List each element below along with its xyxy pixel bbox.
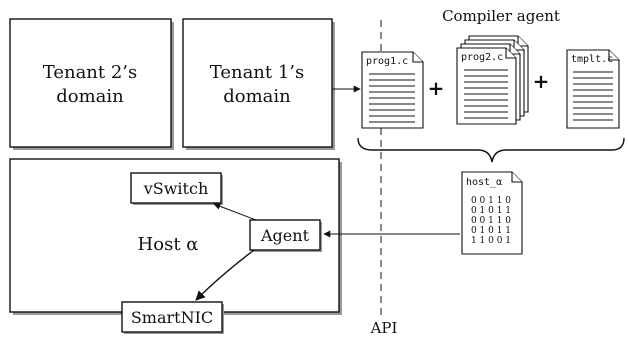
template-filename: tmplt.c <box>571 54 613 65</box>
agent-label: Agent <box>260 226 310 245</box>
api-label: API <box>370 319 398 337</box>
agent-to-smartnic-arrow <box>195 249 255 301</box>
tenant2-label-line1: Tenant 2’s <box>43 62 138 83</box>
vswitch-box: vSwitch <box>130 172 223 205</box>
vswitch-label: vSwitch <box>143 179 209 198</box>
template-file-icon: tmplt.c <box>566 49 620 129</box>
compile-brace <box>357 137 625 163</box>
agent-to-vswitch-arrow <box>213 202 257 221</box>
binary-row-3: 0 0 1 1 0 <box>471 216 511 226</box>
binary-row-1: 0 0 1 1 0 <box>471 196 511 206</box>
tenant1-domain-box: Tenant 1’s domain <box>182 18 335 150</box>
plus-sign-1: + <box>428 76 445 100</box>
binary-row-2: 0 1 0 1 1 <box>471 206 511 216</box>
tenant1-label-line2: domain <box>223 86 291 107</box>
prog2-filename: prog2.c <box>461 52 503 63</box>
agent-box: Agent <box>249 219 322 252</box>
compiler-agent-title: Compiler agent <box>442 7 560 25</box>
binary-row-4: 0 1 0 1 1 <box>471 226 511 236</box>
tenant2-domain-box: Tenant 2’s domain <box>9 18 174 150</box>
tenant1-label-line1: Tenant 1’s <box>210 62 305 83</box>
binary-filename: host_α <box>466 177 502 188</box>
prog1-file-icon: prog1.c <box>361 51 424 129</box>
prog1-filename: prog1.c <box>366 56 408 67</box>
smartnic-box: SmartNIC <box>121 301 224 334</box>
binary-file-icon: host_α 0 0 1 1 0 0 1 0 1 1 0 0 1 1 0 0 1… <box>461 171 523 255</box>
binary-row-5: 1 1 0 0 1 <box>471 236 511 246</box>
tenant2-label-line2: domain <box>56 86 124 107</box>
prog2-file-stack-icon: prog2.c <box>456 35 529 125</box>
plus-sign-2: + <box>533 69 550 93</box>
smartnic-label: SmartNIC <box>131 308 213 327</box>
host-label: Host α <box>138 234 199 255</box>
